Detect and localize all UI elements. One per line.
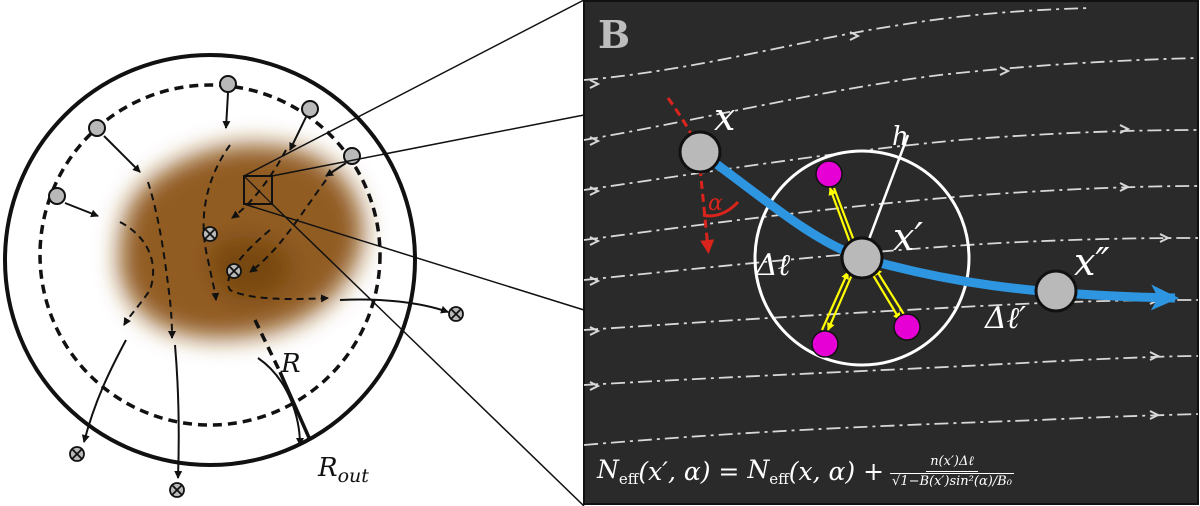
radius-r-line <box>253 319 282 373</box>
alpha-direction-arrow <box>698 167 715 254</box>
escape-marker <box>448 306 464 322</box>
scatter-arrows <box>820 187 906 331</box>
eq-rhs: Neff <box>747 454 789 488</box>
field-line <box>583 185 1199 241</box>
interaction-sphere <box>753 149 971 367</box>
radius-rout-line <box>278 371 312 441</box>
outward-arrows <box>81 298 449 479</box>
node-x <box>678 130 722 174</box>
eq-denominator: √1−B(x′)sin²(α)/B₀ <box>890 472 1014 489</box>
path-nodes <box>678 130 1078 313</box>
panel-b-background <box>583 0 1199 505</box>
eq-rhs-args: (x, α) + <box>788 456 885 486</box>
field-line-arrows <box>589 31 1171 420</box>
neighbor-particle <box>815 160 843 188</box>
escape-marker <box>69 446 85 462</box>
panel-b: B x x′ x″ h Δℓ Δℓ′ α <box>583 0 1199 505</box>
seed-node <box>88 119 106 137</box>
node-x-double-prime <box>1034 269 1078 313</box>
escape-marker <box>202 226 218 242</box>
alpha-arc <box>702 200 740 218</box>
label-r: R <box>280 349 301 379</box>
outer-boundary-circle <box>3 53 417 467</box>
escape-marker <box>226 263 242 279</box>
field-line <box>583 355 1199 386</box>
panel-a: R Rout <box>3 53 464 498</box>
eq-lhs: Neff <box>597 454 639 488</box>
seed-node <box>301 100 319 118</box>
label-x-prime: x′ <box>893 215 923 259</box>
zoom-box-diagonal <box>243 175 273 205</box>
field-line <box>583 57 1199 141</box>
node-x-prime <box>840 236 884 280</box>
label-h: h <box>892 122 909 152</box>
label-x: x <box>714 95 735 139</box>
seed-node <box>48 187 66 205</box>
seed-node <box>219 75 237 93</box>
neighbor-particle <box>893 313 921 341</box>
eq-lhs-args: (x′, α) = <box>638 456 740 486</box>
seed-nodes <box>48 75 361 205</box>
panel-letter: B <box>598 12 630 57</box>
radius-r-circle <box>38 83 382 427</box>
eq-fraction: n(x′)Δℓ √1−B(x′)sin²(α)/B₀ <box>890 454 1014 489</box>
escape-marker <box>169 482 185 498</box>
field-line <box>583 237 1199 281</box>
escape-markers <box>69 226 464 498</box>
zoom-region-box <box>243 175 273 205</box>
label-x-double-prime: x″ <box>1074 240 1110 284</box>
label-delta-l: Δℓ <box>755 248 791 283</box>
eq-numerator: n(x′)Δℓ <box>926 454 978 472</box>
field-line <box>583 7 1091 81</box>
inward-arrows <box>64 92 347 218</box>
radius-h-line <box>860 134 910 259</box>
molecular-cloud <box>119 144 364 339</box>
column-density-equation: Neff (x′, α) = Neff (x, α) + n(x′)Δℓ √1−… <box>597 446 1157 496</box>
neighbor-particles <box>811 160 921 358</box>
label-alpha: α <box>708 191 723 216</box>
field-line <box>583 413 1199 446</box>
zoom-connectors <box>243 0 585 506</box>
neighbor-particle <box>811 330 839 358</box>
label-delta-l-prime: Δℓ′ <box>984 301 1026 336</box>
cloud-trajectories <box>119 144 329 339</box>
label-r-out: Rout <box>317 453 369 487</box>
